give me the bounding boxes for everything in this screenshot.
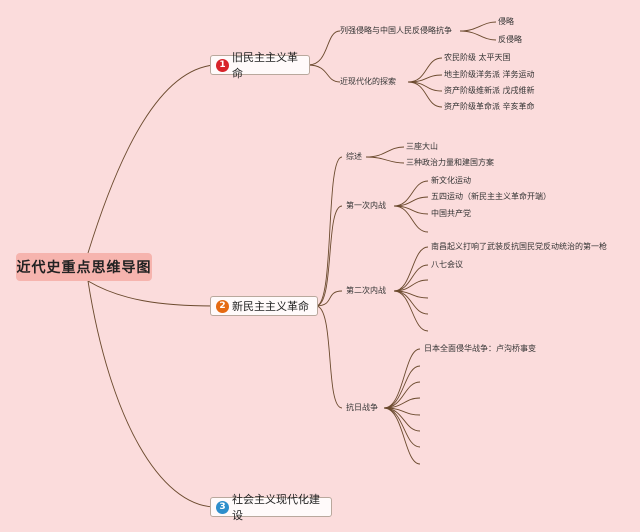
- topic-anti-japanese-war[interactable]: 抗日战争: [346, 403, 378, 412]
- branch-label: 社会主义现代化建设: [232, 493, 320, 522]
- item-ccp[interactable]: 中国共产党: [431, 209, 471, 218]
- branch-old-democratic-revolution[interactable]: 1 旧民主主义革命: [210, 51, 310, 80]
- topic-second-civil-war[interactable]: 第二次内战: [346, 286, 386, 295]
- item-xinhai[interactable]: 资产阶级革命派 辛亥革命: [444, 102, 535, 111]
- number-badge-2: 2: [216, 299, 229, 313]
- topic-foreign-aggression[interactable]: 列强侵略与中国人民反侵略抗争: [340, 26, 452, 35]
- item-anti-aggression[interactable]: 反侵略: [498, 35, 522, 44]
- item-three-mountains[interactable]: 三座大山: [406, 142, 438, 151]
- branch-new-democratic-revolution[interactable]: 2 新民主主义革命: [210, 296, 318, 316]
- item-reform[interactable]: 资产阶级维新派 戊戌维新: [444, 86, 535, 95]
- item-taiping[interactable]: 农民阶级 太平天国: [444, 53, 511, 62]
- branch-label: 新民主主义革命: [232, 300, 309, 313]
- item-marco-polo-bridge[interactable]: 日本全面侵华战争：卢沟桥事变: [424, 344, 536, 353]
- item-nanchang-uprising[interactable]: 南昌起义打响了武装反抗国民党反动统治的第一枪: [431, 242, 607, 251]
- item-three-forces[interactable]: 三种政治力量和建国方案: [406, 158, 494, 167]
- branch-label: 旧民主主义革命: [232, 51, 298, 80]
- item-aggression[interactable]: 侵略: [498, 17, 514, 26]
- item-august-seventh[interactable]: 八七会议: [431, 260, 463, 269]
- number-badge-1: 1: [216, 58, 229, 72]
- item-new-culture[interactable]: 新文化运动: [431, 176, 471, 185]
- topic-overview[interactable]: 综述: [346, 152, 362, 161]
- number-badge-3: 3: [216, 500, 229, 514]
- topic-first-civil-war[interactable]: 第一次内战: [346, 201, 386, 210]
- item-may-fourth[interactable]: 五四运动（新民主主义革命开端）: [431, 192, 551, 201]
- topic-modernization-exploration[interactable]: 近现代化的探索: [340, 77, 396, 86]
- root-topic[interactable]: 近代史重点思维导图: [16, 253, 152, 281]
- item-westernization[interactable]: 地主阶级洋务派 洋务运动: [444, 70, 535, 79]
- branch-socialist-modernization[interactable]: 3 社会主义现代化建设: [210, 493, 332, 522]
